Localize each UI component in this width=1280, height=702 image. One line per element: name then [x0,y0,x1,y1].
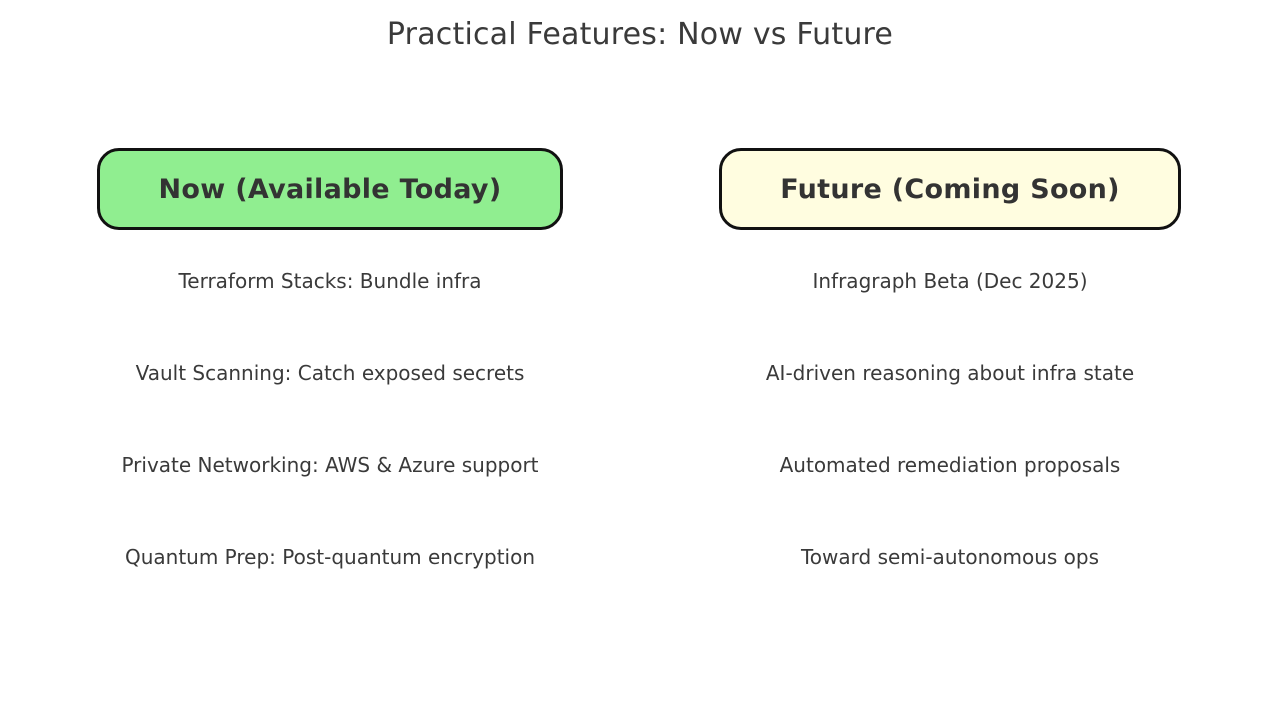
now-item-1: Terraform Stacks: Bundle infra [178,269,482,293]
now-header-label: Now (Available Today) [158,173,502,205]
future-header-pill: Future (Coming Soon) [719,148,1181,230]
page-title: Practical Features: Now vs Future [386,17,894,52]
now-item-2: Vault Scanning: Catch exposed secrets [135,361,525,385]
future-item-4: Toward semi-autonomous ops [800,545,1100,569]
future-item-2: AI-driven reasoning about infra state [765,361,1135,385]
now-item-3: Private Networking: AWS & Azure support [121,453,539,477]
future-header-label: Future (Coming Soon) [780,173,1120,205]
now-item-4: Quantum Prep: Post-quantum encryption [124,545,536,569]
future-item-3: Automated remediation proposals [779,453,1121,477]
now-header-pill: Now (Available Today) [97,148,563,230]
future-item-1: Infragraph Beta (Dec 2025) [812,269,1088,293]
